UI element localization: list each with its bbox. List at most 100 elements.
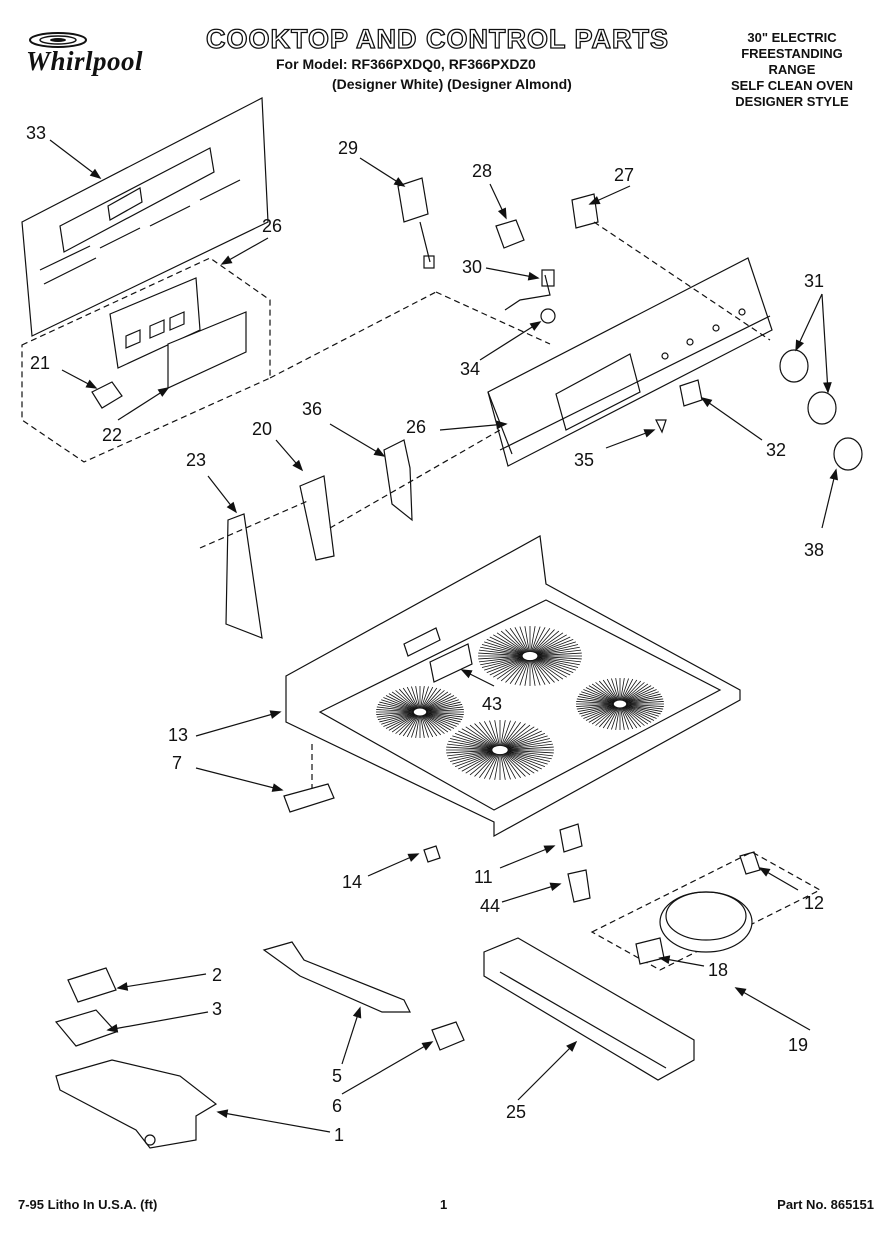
element-ray [494, 720, 500, 746]
element-ray [494, 754, 500, 780]
part-33-control-panel [21, 97, 269, 337]
element-ray [484, 657, 524, 671]
element-ray [502, 722, 521, 747]
element-ray [423, 691, 449, 710]
element-ray [391, 691, 417, 710]
element-ray [501, 720, 511, 746]
element-ray [503, 723, 526, 747]
element-ray [602, 707, 618, 729]
desc-line: DESIGNER STYLE [735, 94, 849, 109]
part-18-surface-element [635, 891, 753, 965]
arrowhead [527, 271, 540, 281]
element-ray [621, 707, 634, 730]
arrowhead [106, 1023, 119, 1033]
part-1-wiring-plate [55, 1059, 218, 1149]
part-11-bracket [559, 823, 583, 853]
arrowhead [823, 382, 832, 394]
element-ray [537, 656, 582, 663]
element-ray [502, 721, 517, 746]
element-ray [519, 626, 529, 652]
element-ray [621, 678, 634, 701]
element-ray [509, 659, 528, 684]
leader-line [107, 1011, 209, 1031]
element-ray [379, 701, 414, 711]
element-ray [506, 730, 542, 748]
part-24-switch-assembly [109, 277, 247, 389]
part-36-bracket [383, 439, 413, 522]
element-ray [506, 752, 542, 770]
part-callouts: 33 26 21 22 29 28 27 30 34 31 36 26 35 3… [26, 123, 824, 1145]
leader-line [217, 1111, 331, 1133]
element-ray [496, 659, 526, 680]
part-38-knob [833, 437, 863, 471]
callout-13: 13 [168, 725, 188, 745]
element-ray [625, 689, 657, 703]
element-ray [620, 678, 629, 701]
arrowhead [292, 459, 304, 472]
part-32-switch [679, 379, 703, 407]
litho-note: 7-95 Litho In U.S.A. (ft) [18, 1197, 158, 1212]
element-ray [531, 660, 546, 685]
element-ray [509, 628, 528, 653]
leader-line [517, 1041, 577, 1101]
element-ray [426, 701, 461, 711]
element-ray [422, 688, 442, 709]
element-ray [537, 656, 582, 660]
leader-line [735, 987, 811, 1031]
element-ray [402, 687, 418, 709]
leader-line [821, 293, 829, 393]
element-ray [483, 721, 498, 746]
element-ray [624, 687, 655, 702]
callout-28: 28 [472, 161, 492, 181]
element-ray [426, 712, 464, 718]
element-ray [424, 714, 455, 729]
element-ray [534, 659, 564, 680]
element-ray [626, 693, 661, 703]
element-ray [624, 706, 652, 723]
element-ray [391, 714, 417, 733]
element-ray [426, 712, 463, 720]
model-line: For Model: RF366PXDQ0, RF366PXDZ0 [276, 56, 536, 72]
element-ray [376, 706, 414, 712]
whirlpool-logo-swirl-icon [29, 32, 87, 48]
part-29-switch [397, 177, 435, 269]
leader-line [701, 397, 763, 441]
leader-line [501, 883, 561, 903]
arrowhead [643, 429, 656, 438]
element-ray [415, 715, 420, 738]
element-ray [532, 659, 551, 684]
element-ray [465, 753, 496, 774]
element-ray [454, 752, 494, 768]
arrowhead [352, 1006, 362, 1019]
element-ray [458, 730, 494, 748]
element-ray [505, 659, 527, 683]
element-ray [486, 638, 524, 654]
callout-3: 3 [212, 999, 222, 1019]
element-ray [576, 704, 614, 710]
arrowhead [460, 669, 473, 679]
part-20-end-cap [299, 475, 335, 561]
callout-26: 26 [406, 417, 426, 437]
element-ray [426, 713, 461, 723]
element-ray [507, 750, 552, 760]
element-ray [452, 751, 493, 765]
element-ray [533, 629, 555, 653]
element-ray [424, 695, 455, 710]
part-21-clip [91, 381, 123, 409]
callout-12: 12 [804, 893, 824, 913]
callout-1: 1 [334, 1125, 344, 1145]
arrowhead [829, 468, 839, 481]
callout-23: 23 [186, 450, 206, 470]
arrowhead [588, 196, 601, 205]
heating-element-rays [376, 626, 664, 780]
element-ray [501, 754, 511, 780]
element-ray [583, 689, 615, 703]
element-ray [598, 680, 618, 701]
element-ray [424, 693, 452, 710]
element-ray [611, 707, 620, 730]
leader-line [499, 845, 555, 869]
arrowhead [407, 853, 420, 862]
element-ray [406, 686, 419, 709]
callout-22: 22 [102, 425, 122, 445]
element-ray [588, 706, 616, 723]
